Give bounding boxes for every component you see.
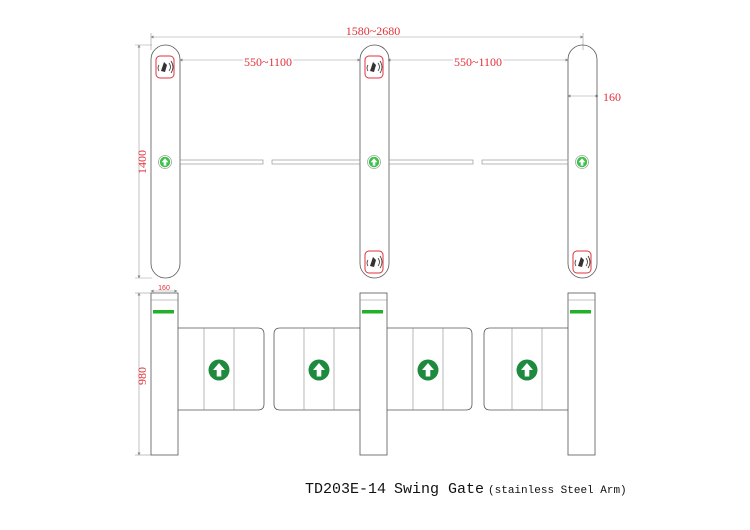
- gate-wing-3: [387, 327, 473, 411]
- swing-arm-top: [179, 159, 264, 165]
- model-number: TD203E-14: [305, 481, 386, 498]
- span-left-label: 550~1100: [244, 55, 292, 69]
- height-label: 980: [135, 367, 149, 385]
- post-left-front: [150, 292, 179, 456]
- total-width-label: 1580~2680: [346, 24, 401, 38]
- green-light-bar: [153, 310, 174, 314]
- green-light-bar: [570, 310, 591, 314]
- up-arrow-icon: [516, 359, 538, 381]
- card-reader-icon: [364, 55, 384, 79]
- swing-arm-top: [271, 159, 361, 165]
- post-width-top-label: 160: [603, 90, 621, 104]
- product-name: Swing Gate: [394, 481, 484, 498]
- swing-arm-top: [388, 159, 474, 165]
- product-note: (stainless Steel Arm): [488, 485, 627, 497]
- post-middle-front: [359, 292, 388, 456]
- gate-wing-1: [178, 327, 265, 411]
- card-reader-icon: [572, 250, 592, 274]
- up-arrow-icon: [308, 359, 330, 381]
- up-arrow-icon: [158, 155, 172, 169]
- green-light-bar: [362, 310, 383, 314]
- length-label: 1400: [135, 150, 149, 174]
- post-right-front: [567, 292, 596, 456]
- gate-wing-4: [483, 327, 568, 411]
- drawing-title: TD203E-14 Swing Gate (stainless Steel Ar…: [305, 480, 627, 498]
- card-reader-icon: [364, 250, 384, 274]
- up-arrow-icon: [367, 155, 381, 169]
- swing-arm-top: [481, 159, 569, 165]
- up-arrow-icon: [575, 155, 589, 169]
- span-right-label: 550~1100: [454, 55, 502, 69]
- card-reader-icon: [155, 55, 175, 79]
- gate-wing-2: [273, 327, 360, 411]
- post-width-front-label: 160: [158, 285, 170, 292]
- up-arrow-icon: [208, 359, 230, 381]
- up-arrow-icon: [417, 359, 439, 381]
